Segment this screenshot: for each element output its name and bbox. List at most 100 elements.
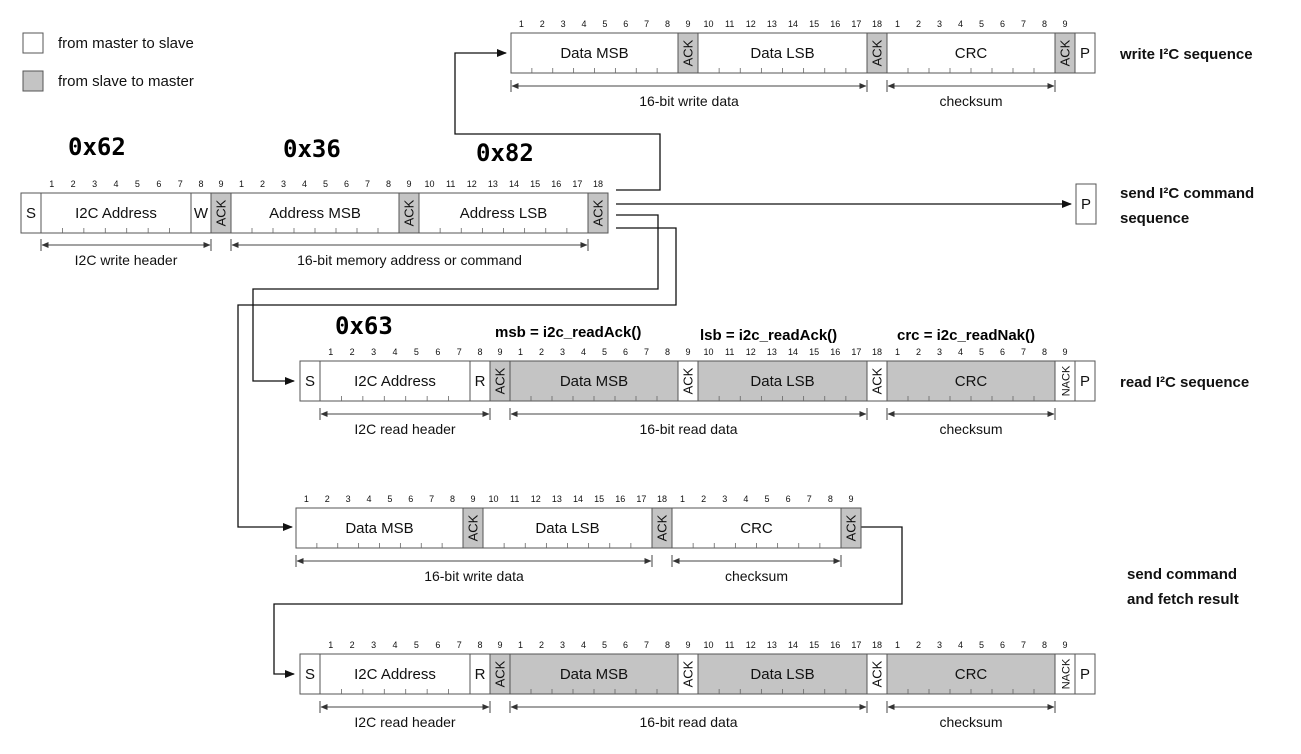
bit-number: 2	[916, 347, 921, 357]
read-ack-3-label: ACK	[870, 367, 885, 394]
bit-number: 3	[92, 179, 97, 189]
read-span-read-data-label: 16-bit read data	[639, 421, 737, 437]
read-span-checksum-label: checksum	[939, 421, 1002, 437]
final-read-span-read-header-label: I2C read header	[354, 714, 456, 730]
bit-number: 18	[657, 494, 667, 504]
fetch-data-lsb-label: Data LSB	[535, 520, 599, 537]
bit-number: 8	[477, 640, 482, 650]
bit-number: 8	[828, 494, 833, 504]
final-read-stop	[1074, 653, 1096, 695]
read-i2c-address	[319, 360, 471, 402]
fetch-crc	[671, 507, 842, 549]
cmd-stop-label: P	[1081, 196, 1091, 213]
fetch-sequence-label-2: and fetch result	[1127, 591, 1239, 608]
bit-number: 12	[746, 19, 756, 29]
code-annotations: msb = i2c_readAck() lsb = i2c_readAck() …	[495, 324, 1035, 344]
bit-number: 4	[958, 347, 963, 357]
bit-number: 9	[848, 494, 853, 504]
bit-number: 14	[788, 347, 798, 357]
span-fetch-checksum-label: checksum	[725, 568, 788, 584]
bit-number: 1	[518, 347, 523, 357]
bit-number: 2	[350, 640, 355, 650]
bit-number: 9	[685, 640, 690, 650]
bit-number: 12	[746, 347, 756, 357]
bit-number: 11	[725, 19, 734, 29]
bit-number: 6	[156, 179, 161, 189]
code-read-lsb: lsb = i2c_readAck()	[700, 327, 837, 344]
bit-number: 7	[644, 640, 649, 650]
bit-number: 10	[704, 19, 714, 29]
bit-number: 13	[552, 494, 562, 504]
bit-number: 2	[260, 179, 265, 189]
bit-number: 4	[581, 640, 586, 650]
read-nack-label: NACK	[1061, 365, 1073, 396]
bit-number: 6	[623, 19, 628, 29]
bit-number: 5	[414, 347, 419, 357]
bit-number: 2	[539, 640, 544, 650]
fetch-data-msb	[295, 507, 464, 549]
bit-number: 1	[895, 640, 900, 650]
bit-number: 5	[387, 494, 392, 504]
bit-number: 3	[560, 640, 565, 650]
bit-number: 2	[701, 494, 706, 504]
code-read-crc: crc = i2c_readNak()	[897, 327, 1035, 344]
read-crc-label: CRC	[955, 373, 988, 390]
bit-number: 2	[916, 19, 921, 29]
bit-number: 5	[979, 640, 984, 650]
connector-to-final-read	[273, 526, 903, 678]
bit-number: 8	[1042, 347, 1047, 357]
bit-number: 10	[704, 640, 714, 650]
bit-number: 8	[386, 179, 391, 189]
write-data-msb	[510, 32, 679, 74]
read-span-read-header-label: I2C read header	[354, 421, 456, 437]
bit-number: 1	[328, 347, 333, 357]
bit-number: 3	[937, 19, 942, 29]
legend-gray-swatch	[22, 70, 44, 92]
cmd-write-bit-label: W	[194, 205, 209, 222]
bit-number: 4	[302, 179, 307, 189]
bit-number: 7	[1021, 640, 1026, 650]
bit-number: 14	[573, 494, 583, 504]
bit-number: 11	[725, 347, 734, 357]
bit-number: 3	[346, 494, 351, 504]
read-data-msb-label: Data MSB	[560, 373, 628, 390]
bit-number: 4	[581, 347, 586, 357]
read-data-msb	[509, 360, 679, 402]
bit-number: 10	[489, 494, 499, 504]
bit-number: 16	[551, 179, 561, 189]
final-read-start-label: S	[305, 666, 315, 683]
span-memory-address-label: 16-bit memory address or command	[297, 252, 522, 268]
bit-number: 7	[457, 640, 462, 650]
command-sequence-label: send I²C command	[1120, 185, 1254, 202]
connector-to-read	[252, 214, 659, 385]
final-read-i2c-address-label: I2C Address	[354, 666, 436, 683]
final-read-crc	[886, 653, 1056, 695]
bit-number: 9	[1062, 640, 1067, 650]
bit-number: 5	[602, 347, 607, 357]
bit-number: 17	[851, 640, 861, 650]
bit-number: 16	[830, 347, 840, 357]
bit-number: 4	[113, 179, 118, 189]
final-read-ack-3-label: ACK	[870, 660, 885, 687]
fetch-data-lsb	[482, 507, 653, 549]
bit-number: 3	[371, 347, 376, 357]
bit-number: 13	[767, 640, 777, 650]
bit-number: 7	[429, 494, 434, 504]
bit-number: 1	[895, 347, 900, 357]
bit-number: 16	[830, 19, 840, 29]
final-read-data-lsb-label: Data LSB	[750, 666, 814, 683]
bit-number: 2	[540, 19, 545, 29]
bit-number: 9	[406, 179, 411, 189]
legend-white-swatch	[22, 32, 44, 54]
bit-number: 8	[450, 494, 455, 504]
bit-number: 5	[979, 19, 984, 29]
final-read-ack-2-label: ACK	[681, 660, 696, 687]
bit-number: 10	[704, 347, 714, 357]
bit-number: 1	[328, 640, 333, 650]
bit-number: 3	[561, 19, 566, 29]
span-write-data-label: 16-bit write data	[639, 93, 739, 109]
bit-number: 18	[872, 640, 882, 650]
bit-number: 6	[623, 640, 628, 650]
read-ack-1-label: ACK	[493, 367, 508, 394]
